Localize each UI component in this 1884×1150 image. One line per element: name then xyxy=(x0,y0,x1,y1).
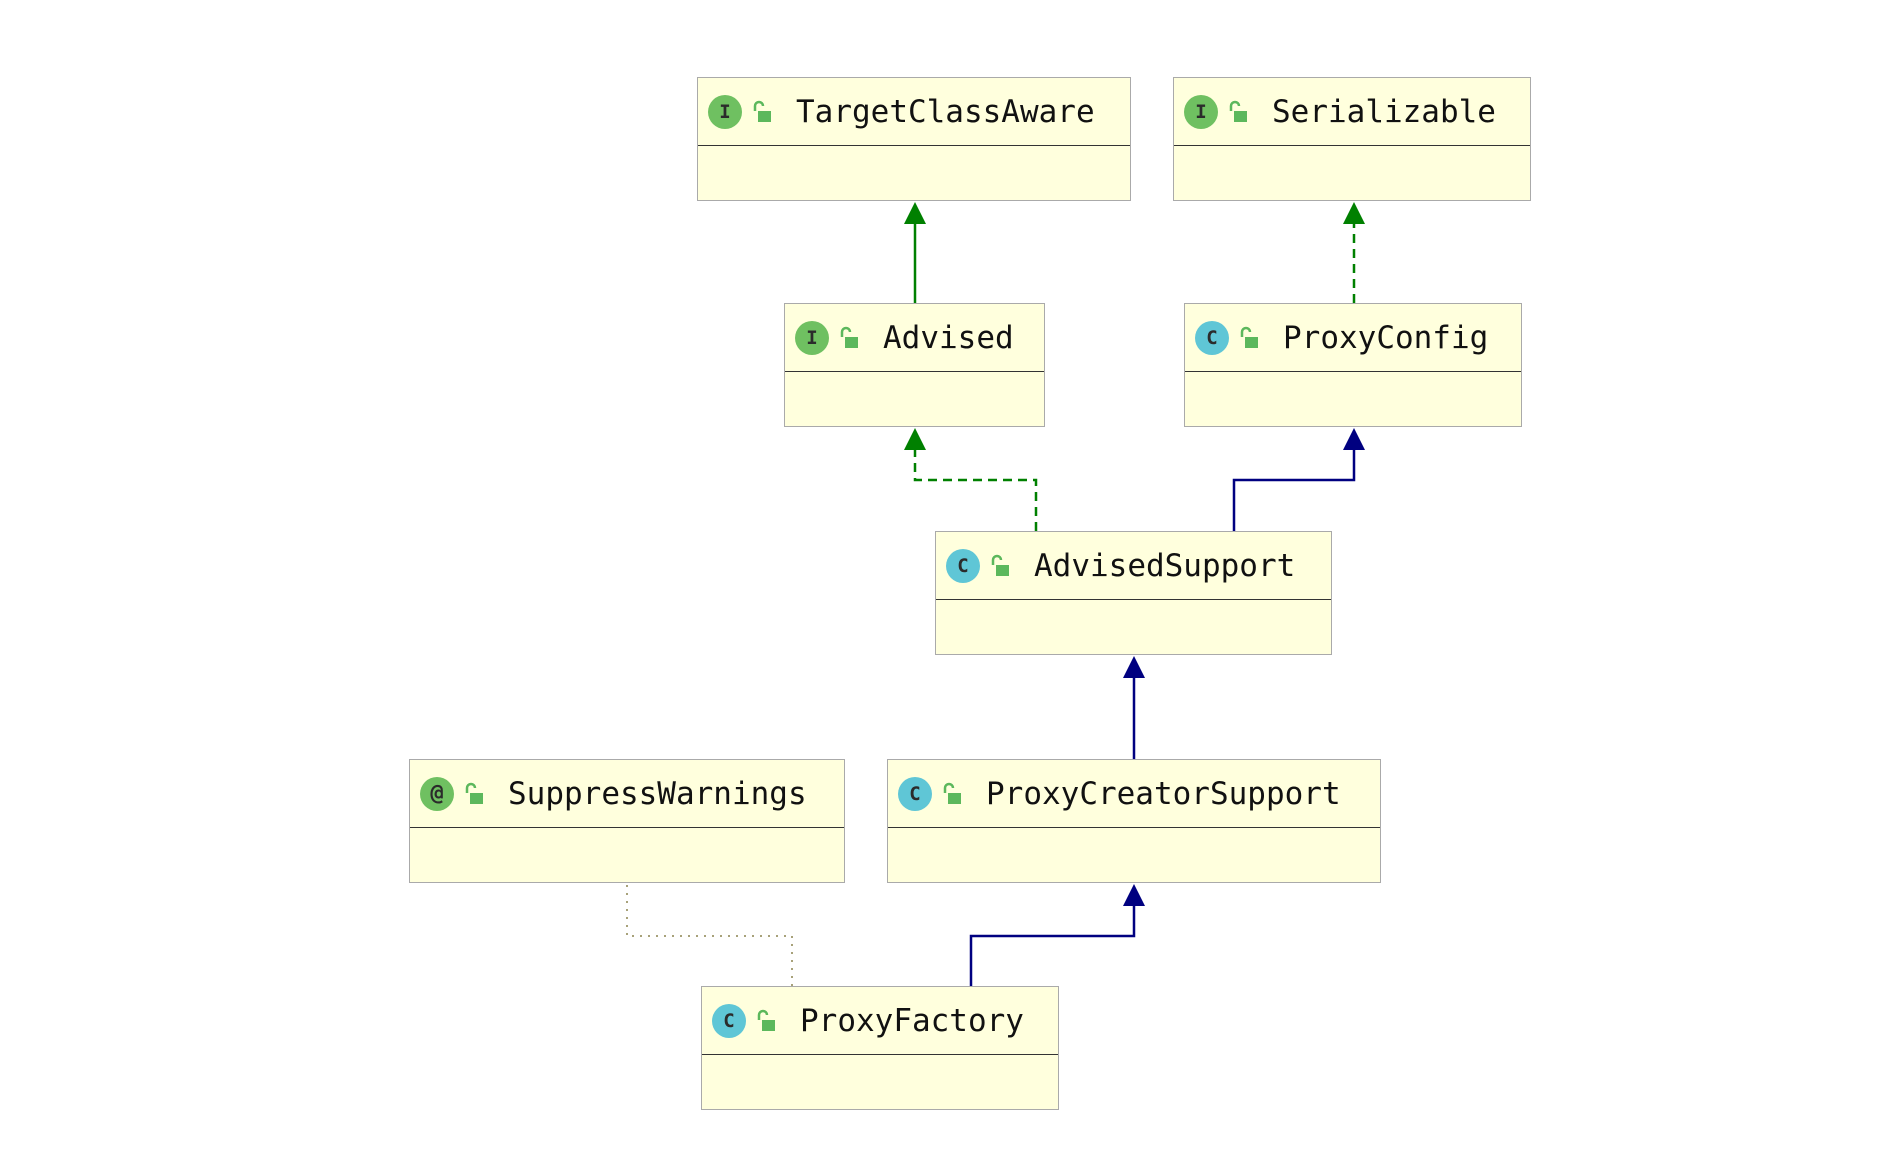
interface-icon: I xyxy=(795,320,829,355)
class-node-pcs[interactable]: C ProxyCreatorSupport xyxy=(887,759,1381,883)
edge-implements-advisedsupport-to-advised xyxy=(913,448,1038,531)
class-node-serializable[interactable]: I Serializable xyxy=(1173,77,1531,201)
class-node-suppress[interactable]: @ SuppressWarnings xyxy=(409,759,845,883)
class-node-header: C AdvisedSupport xyxy=(936,532,1331,600)
class-node-header: C ProxyCreatorSupport xyxy=(888,760,1380,828)
arrowhead-advised-to-target xyxy=(904,202,926,224)
class-icon: C xyxy=(946,548,980,583)
class-name: ProxyFactory xyxy=(800,1002,1024,1039)
class-node-proxyconfig[interactable]: C ProxyConfig xyxy=(1184,303,1522,427)
class-icon: C xyxy=(1195,320,1229,355)
class-icon: C xyxy=(898,776,932,811)
annotation-icon: @ xyxy=(420,776,454,811)
class-node-header: I TargetClassAware xyxy=(698,78,1130,146)
public-lock-icon xyxy=(840,326,858,348)
arrowhead-proxyconfig-to-serializable xyxy=(1343,202,1365,224)
class-node-header: I Serializable xyxy=(1174,78,1530,146)
public-lock-icon xyxy=(753,100,771,122)
class-node-header: I Advised xyxy=(785,304,1044,372)
class-node-header: C ProxyFactory xyxy=(702,987,1058,1055)
edge-extends-advisedsupport-to-proxyconfig xyxy=(1232,448,1356,531)
public-lock-icon xyxy=(943,782,961,804)
class-name: ProxyConfig xyxy=(1283,319,1489,356)
edge-extends-proxyfactory-to-pcs xyxy=(969,904,1136,986)
public-lock-icon xyxy=(1229,100,1247,122)
class-node-advised[interactable]: I Advised xyxy=(784,303,1045,427)
class-name: ProxyCreatorSupport xyxy=(986,775,1341,812)
public-lock-icon xyxy=(757,1009,775,1031)
class-name: Advised xyxy=(883,319,1014,356)
arrowhead-advisedsupport-to-proxyconfig xyxy=(1343,428,1365,450)
arrowhead-proxyfactory-to-pcs xyxy=(1123,884,1145,906)
class-node-advisedsupport[interactable]: C AdvisedSupport xyxy=(935,531,1332,655)
arrowhead-advisedsupport-to-advised xyxy=(904,428,926,450)
interface-icon: I xyxy=(708,94,742,129)
public-lock-icon xyxy=(465,782,483,804)
class-node-header: @ SuppressWarnings xyxy=(410,760,844,828)
class-name: Serializable xyxy=(1272,93,1496,130)
class-node-target[interactable]: I TargetClassAware xyxy=(697,77,1131,201)
public-lock-icon xyxy=(1240,326,1258,348)
arrowhead-pcs-to-advisedsupport xyxy=(1123,656,1145,678)
interface-icon: I xyxy=(1184,94,1218,129)
class-icon: C xyxy=(712,1003,746,1038)
edge-annotated-with-proxyfactory-to-suppress xyxy=(626,884,793,986)
class-node-header: C ProxyConfig xyxy=(1185,304,1521,372)
class-name: TargetClassAware xyxy=(796,93,1095,130)
public-lock-icon xyxy=(991,554,1009,576)
class-node-proxyfactory[interactable]: C ProxyFactory xyxy=(701,986,1059,1110)
class-name: AdvisedSupport xyxy=(1034,547,1296,584)
class-name: SuppressWarnings xyxy=(508,775,807,812)
